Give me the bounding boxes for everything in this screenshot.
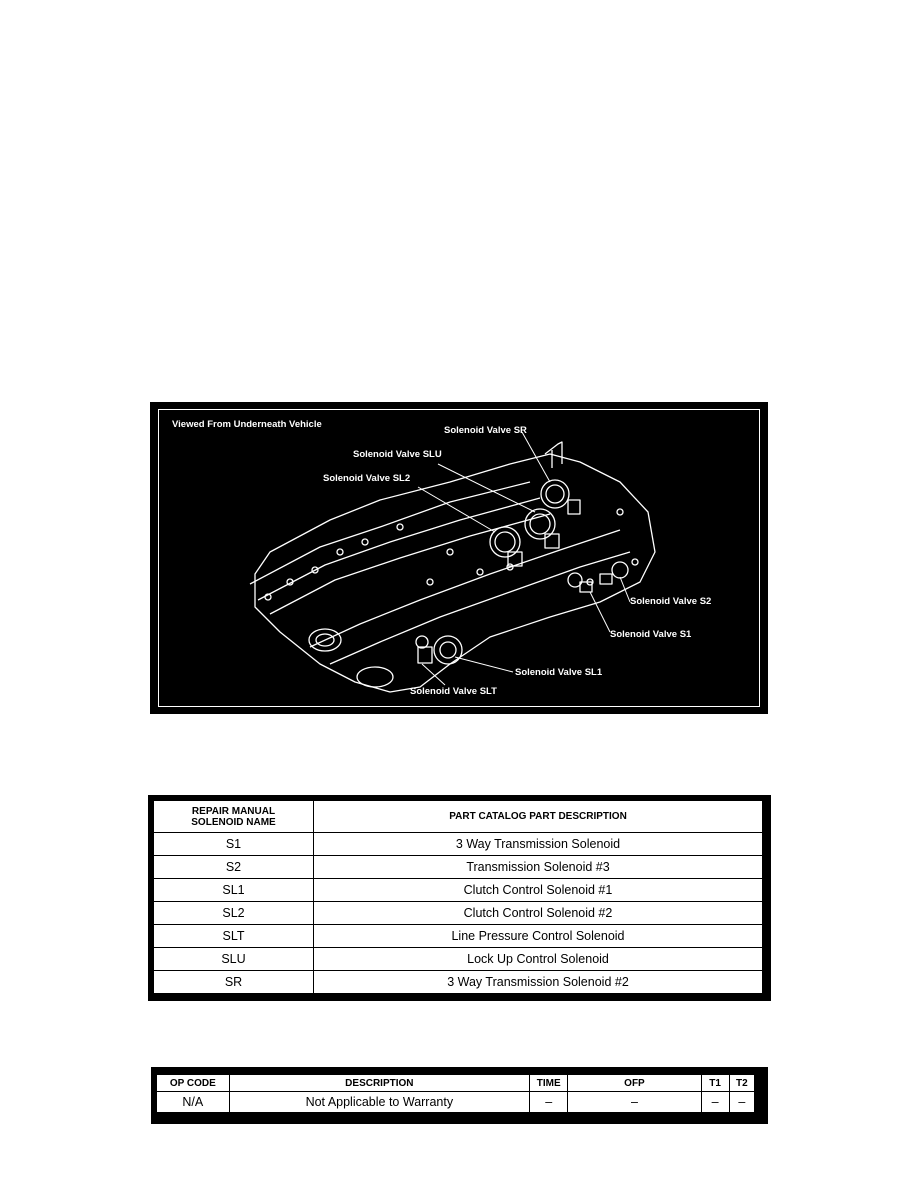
leader-sr xyxy=(521,431,551,483)
solenoid-name-cell: SLU xyxy=(153,947,314,971)
header-part-catalog-description: PART CATALOG PART DESCRIPTION xyxy=(313,800,763,833)
solenoid-name-table: REPAIR MANUAL SOLENOID NAME PART CATALOG… xyxy=(148,795,771,1001)
callout-solenoid-slt: Solenoid Valve SLT xyxy=(410,686,497,697)
solenoid-name-cell: SR xyxy=(153,970,314,994)
header-t2: T2 xyxy=(728,1074,756,1092)
leader-s2 xyxy=(619,576,631,603)
table-row: SL1 Clutch Control Solenoid #1 xyxy=(153,878,763,902)
table-row: S2 Transmission Solenoid #3 xyxy=(153,855,763,879)
solenoid-description-cell: 3 Way Transmission Solenoid #2 xyxy=(313,970,763,994)
solenoid-description-cell: Lock Up Control Solenoid xyxy=(313,947,763,971)
header-description: DESCRIPTION xyxy=(228,1074,531,1092)
solenoid-name-cell: SLT xyxy=(153,924,314,948)
header-t1: T1 xyxy=(700,1074,730,1092)
table-row: SR 3 Way Transmission Solenoid #2 xyxy=(153,970,763,994)
valve-body-illustration: Viewed From Underneath Vehicle Solenoid … xyxy=(150,402,768,714)
leader-sl2 xyxy=(417,486,496,533)
ofp-cell: – xyxy=(567,1091,702,1113)
solenoid-description-cell: Clutch Control Solenoid #2 xyxy=(313,901,763,925)
table-row: SL2 Clutch Control Solenoid #2 xyxy=(153,901,763,925)
solenoid-description-cell: Transmission Solenoid #3 xyxy=(313,855,763,879)
table-row: SLT Line Pressure Control Solenoid xyxy=(153,924,763,948)
leader-s1 xyxy=(589,591,611,633)
table-header-row: REPAIR MANUAL SOLENOID NAME PART CATALOG… xyxy=(153,800,763,833)
valve-body-outline xyxy=(254,453,656,693)
solenoid-description-cell: 3 Way Transmission Solenoid xyxy=(313,832,763,856)
header-repair-manual-name: REPAIR MANUAL SOLENOID NAME xyxy=(153,800,314,833)
op-code-cell: N/A xyxy=(156,1091,230,1113)
header-time: TIME xyxy=(529,1074,569,1092)
callout-solenoid-sl2: Solenoid Valve SL2 xyxy=(323,473,411,484)
figure-caption: Viewed From Underneath Vehicle xyxy=(172,419,322,430)
op-code-table-grid: OP CODE DESCRIPTION TIME OFP T1 T2 N/A N… xyxy=(156,1074,756,1113)
solenoid-description-cell: Line Pressure Control Solenoid xyxy=(313,924,763,948)
header-op-code: OP CODE xyxy=(156,1074,230,1092)
table-row: SLU Lock Up Control Solenoid xyxy=(153,947,763,971)
solenoid-name-cell: SL1 xyxy=(153,878,314,902)
op-code-table: OP CODE DESCRIPTION TIME OFP T1 T2 N/A N… xyxy=(151,1067,768,1124)
t1-cell: – xyxy=(700,1091,730,1113)
callout-solenoid-slu: Solenoid Valve SLU xyxy=(353,449,442,460)
description-cell: Not Applicable to Warranty xyxy=(228,1091,531,1113)
valve-body-drawing xyxy=(249,431,656,693)
callout-solenoid-sr: Solenoid Valve SR xyxy=(444,425,527,436)
figure-frame xyxy=(158,409,760,707)
solenoid-name-cell: S2 xyxy=(153,855,314,879)
table-row: N/A Not Applicable to Warranty – – – – xyxy=(156,1091,756,1113)
header-ofp: OFP xyxy=(567,1074,702,1092)
leader-sl1 xyxy=(454,656,514,673)
solenoid-name-cell: S1 xyxy=(153,832,314,856)
callout-solenoid-s2: Solenoid Valve S2 xyxy=(630,596,712,607)
solenoid-name-cell: SL2 xyxy=(153,901,314,925)
solenoid-description-cell: Clutch Control Solenoid #1 xyxy=(313,878,763,902)
solenoid-table-grid: REPAIR MANUAL SOLENOID NAME PART CATALOG… xyxy=(153,800,763,994)
leader-slu xyxy=(437,463,536,513)
table-header-row: OP CODE DESCRIPTION TIME OFP T1 T2 xyxy=(156,1074,756,1092)
time-cell: – xyxy=(529,1091,569,1113)
t2-cell: – xyxy=(728,1091,756,1113)
callout-solenoid-sl1: Solenoid Valve SL1 xyxy=(515,667,603,678)
leader-slt xyxy=(421,663,446,686)
table-row: S1 3 Way Transmission Solenoid xyxy=(153,832,763,856)
callout-solenoid-s1: Solenoid Valve S1 xyxy=(610,629,692,640)
